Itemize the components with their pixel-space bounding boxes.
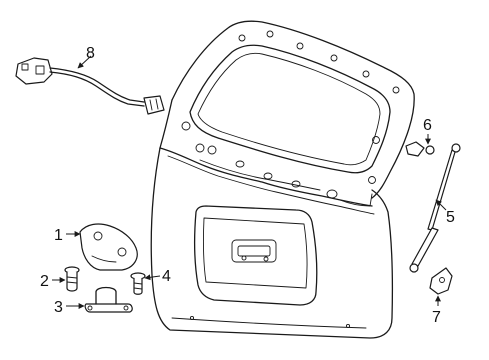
ball-stud-part <box>405 141 435 157</box>
leader-4 <box>144 274 161 281</box>
callout-1: 1 <box>54 227 63 244</box>
bolt-part <box>64 266 80 292</box>
callout-leaders <box>52 55 447 309</box>
liftgate-window-frame <box>159 20 415 207</box>
bracket-part <box>429 267 453 295</box>
latch-part <box>79 223 138 271</box>
screw-part <box>130 272 146 295</box>
callout-2: 2 <box>40 273 49 290</box>
callout-7: 7 <box>432 309 441 326</box>
leader-5 <box>435 199 447 211</box>
liftgate-panel <box>150 147 394 339</box>
callout-4: 4 <box>162 268 171 285</box>
gas-strut-part <box>409 143 461 273</box>
striker-part <box>84 286 133 313</box>
wire-harness-part <box>15 57 165 115</box>
callout-labels: 8 1 2 3 4 5 6 7 <box>40 45 455 326</box>
callout-3: 3 <box>54 299 63 316</box>
callout-8: 8 <box>86 45 95 62</box>
callout-5: 5 <box>446 209 455 226</box>
leader-8 <box>77 55 92 69</box>
callout-6: 6 <box>423 117 432 134</box>
